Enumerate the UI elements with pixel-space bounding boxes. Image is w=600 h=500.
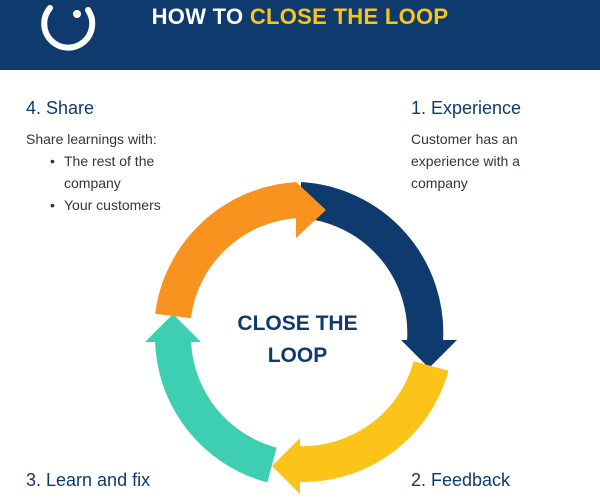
share-bullet-2: Your customers — [26, 194, 161, 216]
center-label: CLOSE THE LOOP — [200, 308, 395, 372]
share-bullet-1: The rest of the company — [26, 150, 161, 194]
arrow-head-orange — [296, 182, 326, 238]
arrow-head-teal — [145, 314, 201, 342]
share-bullet-1-line-1: The rest of the — [64, 153, 155, 169]
arrow-head-yellow — [272, 438, 300, 494]
share-to-experience-arrow — [155, 182, 300, 319]
step-learn-title: 3. Learn and fix — [26, 470, 151, 490]
center-line-1: CLOSE THE — [237, 312, 358, 335]
experience-line-3: company — [411, 175, 468, 191]
title-prefix: HOW TO — [151, 4, 250, 29]
page-title: HOW TO CLOSE THE LOOP — [0, 4, 600, 30]
step-experience-text: Customer has an experience with a compan… — [411, 128, 520, 194]
step-share-title: 4. Share — [26, 98, 95, 118]
center-line-2: LOOP — [267, 344, 328, 367]
share-bullet-1-line-2: company — [64, 175, 121, 191]
step-feedback-title: 2. Feedback — [411, 470, 511, 490]
experience-line-1: Customer has an — [411, 131, 518, 147]
step-share-intro: Share learnings with: — [26, 131, 157, 147]
experience-line-2: experience with a — [411, 153, 520, 169]
step-experience-title: 1. Experience — [411, 98, 522, 118]
header-banner: HOW TO CLOSE THE LOOP — [0, 0, 600, 70]
step-share-bullets: The rest of the company Your customers — [26, 150, 161, 216]
experience-to-feedback-arrow — [298, 182, 444, 344]
loop-icon — [41, 5, 96, 51]
learn-to-share-arrow — [155, 339, 278, 483]
arrow-head-navy — [401, 340, 457, 368]
title-highlight: CLOSE THE LOOP — [249, 4, 449, 29]
feedback-to-learn-arrow — [297, 360, 449, 483]
